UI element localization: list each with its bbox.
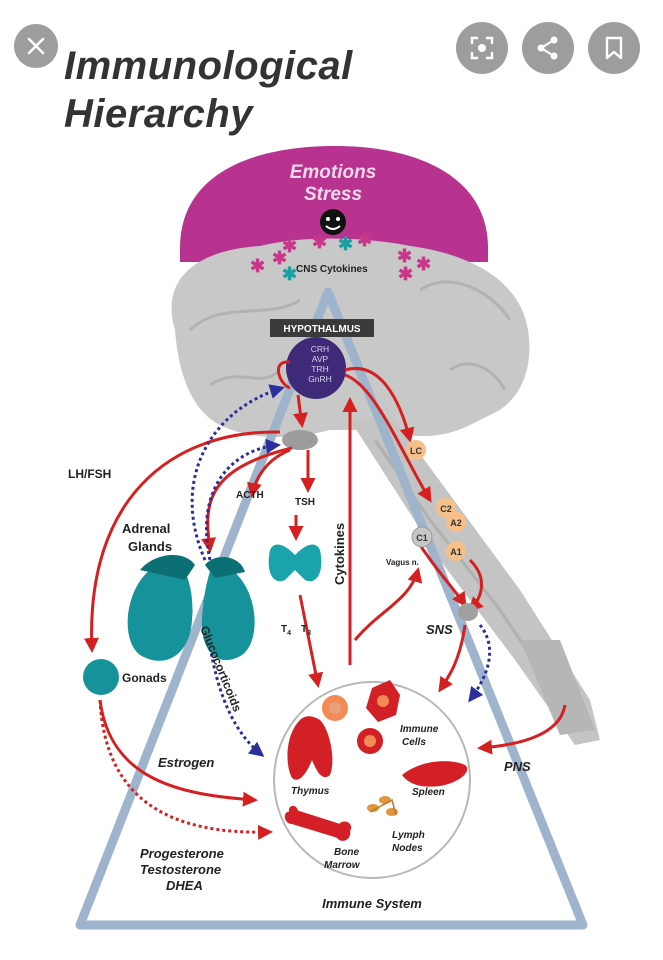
adrenal-label-line-1: Adrenal xyxy=(122,521,170,536)
pns-label: PNS xyxy=(504,759,531,774)
hypothalamus-label: HYPOTHALMUS xyxy=(283,324,361,335)
emotions-label: Emotions xyxy=(290,162,377,183)
immune-cells-label-line-1: Immune xyxy=(400,724,439,735)
pns-arrow xyxy=(477,704,567,755)
svg-text:✱: ✱ xyxy=(282,264,297,284)
glucocorticoid-hypothalamus-arrow xyxy=(190,384,285,561)
sns-label: SNS xyxy=(426,622,453,637)
t4-t3-arrow xyxy=(298,594,324,688)
c2-label: C2 xyxy=(440,504,452,514)
sns-blue-arrow xyxy=(468,624,491,703)
lymph-nodes-label-line-1: Lymph xyxy=(392,830,425,841)
lh-fsh-label: LH/FSH xyxy=(68,467,111,481)
emotion-face-icon xyxy=(320,209,346,235)
svg-text:✱: ✱ xyxy=(398,264,413,284)
tsh-label: TSH xyxy=(295,497,315,508)
cns-cytokine-icons: ✱ ✱ ✱ ✱ ✱ ✱ ✱ ✱ ✱ ✱ xyxy=(250,230,431,284)
close-button[interactable] xyxy=(14,24,58,68)
adrenal-label-line-2: Glands xyxy=(128,539,172,554)
bookmark-button[interactable] xyxy=(588,22,640,74)
svg-text:✱: ✱ xyxy=(282,236,297,256)
hypo-feedback-3 xyxy=(277,360,291,390)
progesterone-label: Progesterone xyxy=(140,846,224,861)
hypothalamus-nucleus xyxy=(286,337,346,399)
svg-text:✱: ✱ xyxy=(250,256,265,276)
trh-label: TRH xyxy=(311,364,328,374)
lens-icon xyxy=(470,36,494,60)
glucocorticoid-pituitary-arrow xyxy=(205,438,281,561)
svg-text:✱: ✱ xyxy=(272,248,287,268)
estrogen-arrow xyxy=(98,699,258,807)
immune-cells-label-line-2: Cells xyxy=(402,737,426,748)
t4-label: T4 xyxy=(281,624,291,637)
dhea-label: DHEA xyxy=(166,878,203,893)
spinal-base xyxy=(520,640,595,735)
share-button[interactable] xyxy=(522,22,574,74)
lh-fsh-arrow xyxy=(83,430,281,653)
vagus-label: Vagus n. xyxy=(386,558,419,567)
c1-sns-arrow xyxy=(418,544,467,608)
thymus-label: Thymus xyxy=(291,786,330,797)
bone-marrow-label-line-2: Marrow xyxy=(324,860,361,871)
spleen-icon xyxy=(402,761,468,787)
title-line-2: Hierarchy xyxy=(64,92,254,136)
adrenal-gland-right xyxy=(201,558,255,661)
a2-label: A2 xyxy=(450,518,462,528)
svg-text:✱: ✱ xyxy=(312,232,327,252)
sns-immune-arrow xyxy=(438,624,467,693)
share-icon xyxy=(537,36,558,60)
gonads-circle xyxy=(83,659,119,695)
svg-text:✱: ✱ xyxy=(338,234,353,254)
lymph-nodes-label-line-2: Nodes xyxy=(392,843,423,854)
stress-label: Stress xyxy=(304,184,362,205)
hypo-feedback-2 xyxy=(344,373,432,503)
lc-label: LC xyxy=(410,446,422,456)
svg-text:✱: ✱ xyxy=(357,230,372,250)
brainstem-nuclei xyxy=(406,440,478,621)
svg-text:✱: ✱ xyxy=(416,254,431,274)
immune-system-label: Immune System xyxy=(322,896,422,911)
c1-label: C1 xyxy=(416,533,428,543)
spleen-label: Spleen xyxy=(412,787,445,798)
acth-label: ACTH xyxy=(236,490,264,501)
acth-top-arrow xyxy=(247,448,291,498)
gonads-label: Gonads xyxy=(122,671,167,685)
vagus-arrow xyxy=(353,567,423,641)
bone-marrow-icon xyxy=(284,805,352,841)
hypothalamus-box xyxy=(270,319,374,337)
cytokines-label: Cytokines xyxy=(332,523,347,585)
cns-cytokines-label: CNS Cytokines xyxy=(296,264,368,275)
title-line-1: Immunological xyxy=(64,44,353,88)
bookmark-icon xyxy=(605,36,623,60)
crh-label: CRH xyxy=(311,344,329,354)
close-icon xyxy=(27,37,45,55)
svg-text:✱: ✱ xyxy=(397,246,412,266)
bone-marrow-label-line-1: Bone xyxy=(334,847,359,858)
gnrh-label: GnRH xyxy=(308,374,332,384)
adrenal-gland-left xyxy=(127,558,193,661)
a1-label: A1 xyxy=(450,547,462,557)
testosterone-label: Testosterone xyxy=(140,862,221,877)
avp-label: AVP xyxy=(312,354,329,364)
hypothalamus-pituitary-arrow xyxy=(292,394,308,428)
immune-cells-icon xyxy=(322,680,400,754)
hypo-feedback-1 xyxy=(344,367,415,443)
emotions-stress-cap xyxy=(180,146,488,262)
t3-label: T3 xyxy=(301,624,311,637)
lens-button[interactable] xyxy=(456,22,508,74)
lymph-nodes-icon xyxy=(367,796,398,816)
estrogen-label: Estrogen xyxy=(158,755,214,770)
thymus-icon xyxy=(287,716,333,780)
thyroid-gland xyxy=(268,544,322,582)
pituitary-gland xyxy=(282,430,318,450)
acth-arrow xyxy=(201,446,293,553)
